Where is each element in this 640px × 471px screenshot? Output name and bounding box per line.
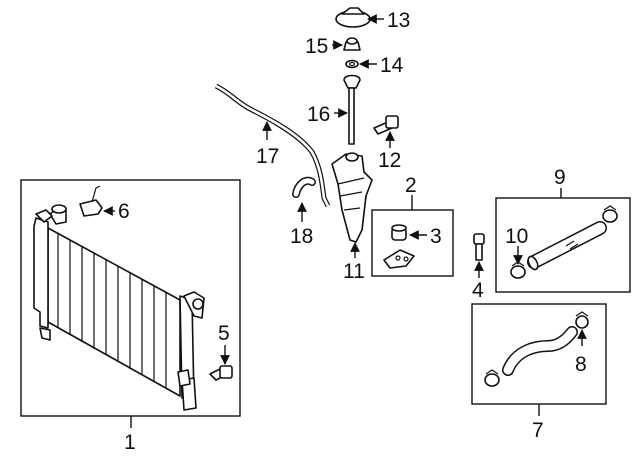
lower-hose-icon — [502, 326, 578, 376]
lower-hose-clamp-left-icon — [484, 369, 500, 387]
reservoir-bracket-group-box — [371, 209, 454, 277]
callout-15: 15 — [305, 35, 328, 58]
callout-10: 10 — [505, 225, 528, 248]
callout-2: 2 — [405, 174, 417, 197]
coolant-reservoir-icon — [331, 152, 373, 243]
upper-hose-clamp-left-icon — [510, 261, 526, 279]
upper-hose-clamp-right-icon — [602, 205, 618, 223]
bracket-plate-icon — [383, 249, 415, 269]
callout-14: 14 — [380, 54, 404, 77]
callout-3: 3 — [430, 225, 442, 248]
callout-9: 9 — [554, 166, 566, 189]
drain-bolt-icon — [209, 365, 233, 381]
callout-5: 5 — [218, 322, 230, 345]
callout-18: 18 — [290, 225, 313, 248]
callout-11: 11 — [343, 260, 365, 283]
callout-8: 8 — [575, 353, 587, 376]
mounting-bolt-icon — [373, 115, 399, 135]
upper-hose-group-box — [495, 197, 631, 293]
long-bolt-icon — [473, 233, 485, 261]
level-gauge-icon — [343, 74, 361, 145]
upper-hose-icon — [527, 221, 607, 271]
rubber-mount-icon — [391, 224, 407, 241]
callout-7: 7 — [532, 419, 544, 442]
reservoir-cap-icon — [335, 7, 371, 28]
callout-12: 12 — [378, 149, 401, 172]
callout-4: 4 — [472, 279, 484, 302]
callout-16: 16 — [307, 103, 330, 126]
callout-13: 13 — [387, 9, 410, 32]
gasket-icon — [345, 59, 359, 69]
callout-6: 6 — [118, 200, 130, 223]
cap-seal-icon — [343, 37, 361, 51]
bracket-icon — [79, 185, 103, 217]
lower-hose-clamp-right-icon — [575, 311, 589, 329]
callout-17: 17 — [256, 145, 279, 168]
radiator-icon — [33, 204, 205, 411]
callout-1: 1 — [124, 431, 136, 454]
